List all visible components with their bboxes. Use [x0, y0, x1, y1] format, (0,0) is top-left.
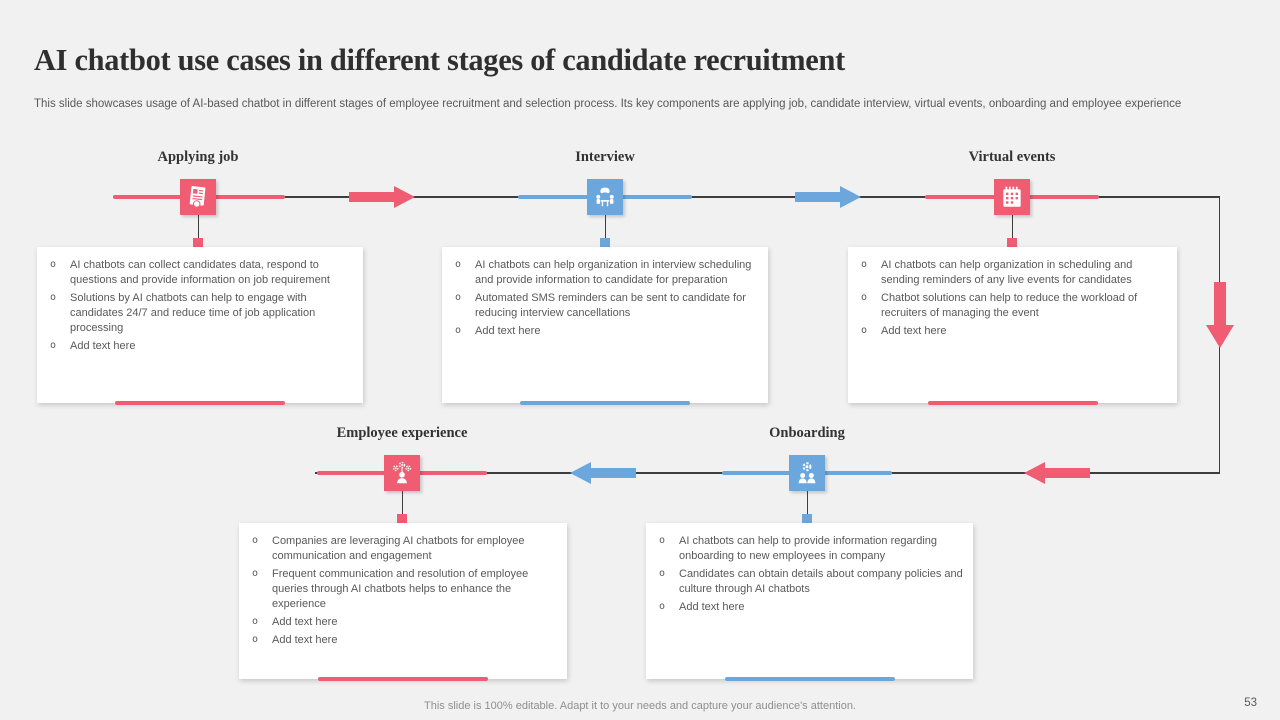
connector-stub [806, 491, 808, 515]
bullet-item: Add text here [239, 633, 561, 648]
resume-icon [180, 179, 216, 215]
bullet-list: AI chatbots can help organization in int… [442, 258, 762, 339]
arrow-down-icon [1206, 282, 1234, 348]
editable-note: This slide is 100% editable. Adapt it to… [424, 700, 856, 712]
bullet-item: Frequent communication and resolution of… [239, 567, 561, 612]
employee-gears-icon [384, 455, 420, 491]
calendar-icon [994, 179, 1030, 215]
connector-square [193, 238, 203, 248]
card-accent-bar [724, 677, 895, 681]
bullet-list: AI chatbots can collect candidates data,… [37, 258, 357, 354]
arrow-right-icon [349, 186, 415, 208]
connector-stub [197, 215, 199, 239]
connector-stub [1011, 215, 1013, 239]
connector-square [802, 514, 812, 524]
bullet-item: Candidates can obtain details about comp… [646, 567, 967, 597]
card-virtual-events: AI chatbots can help organization in sch… [848, 247, 1177, 405]
arrow-left-icon [570, 462, 636, 484]
bullet-item: Add text here [646, 600, 967, 615]
bullet-list: AI chatbots can help to provide informat… [646, 534, 967, 615]
connector-stub [401, 491, 403, 515]
arrow-left-icon [1024, 462, 1090, 484]
bullet-item: Companies are leveraging AI chatbots for… [239, 534, 561, 564]
bullet-item: Automated SMS reminders can be sent to c… [442, 291, 762, 321]
bullet-item: Solutions by AI chatbots can help to eng… [37, 291, 357, 336]
bullet-item: Add text here [848, 324, 1171, 339]
card-accent-bar [520, 401, 690, 405]
card-employee-experience: Companies are leveraging AI chatbots for… [239, 523, 567, 681]
page-subtitle: This slide showcases usage of AI-based c… [34, 98, 1182, 110]
bullet-list: Companies are leveraging AI chatbots for… [239, 534, 561, 648]
connector-square [600, 238, 610, 248]
connector-square [1007, 238, 1017, 248]
stage-label-interview: Interview [575, 149, 635, 165]
card-accent-bar [115, 401, 285, 405]
page-number: 53 [1244, 697, 1257, 709]
stage-label-onboarding: Onboarding [769, 425, 845, 441]
card-accent-bar [318, 677, 488, 681]
bullet-item: AI chatbots can help organization in sch… [848, 258, 1171, 288]
card-interview: AI chatbots can help organization in int… [442, 247, 768, 405]
bullet-item: Chatbot solutions can help to reduce the… [848, 291, 1171, 321]
stage-label-employee-experience: Employee experience [336, 425, 468, 441]
page-title: AI chatbot use cases in different stages… [34, 42, 845, 77]
bullet-item: Add text here [442, 324, 762, 339]
bullet-item: AI chatbots can help organization in int… [442, 258, 762, 288]
connector-stub [604, 215, 606, 239]
card-applying-job: AI chatbots can collect candidates data,… [37, 247, 363, 405]
bullet-item: AI chatbots can collect candidates data,… [37, 258, 357, 288]
bullet-item: Add text here [37, 339, 357, 354]
connector-square [397, 514, 407, 524]
bullet-list: AI chatbots can help organization in sch… [848, 258, 1171, 339]
card-accent-bar [927, 401, 1098, 405]
arrow-right-icon [795, 186, 861, 208]
card-onboarding: AI chatbots can help to provide informat… [646, 523, 973, 681]
bullet-item: AI chatbots can help to provide informat… [646, 534, 967, 564]
onboarding-icon [789, 455, 825, 491]
bullet-item: Add text here [239, 615, 561, 630]
stage-label-virtual-events: Virtual events [968, 149, 1056, 165]
interview-icon [587, 179, 623, 215]
stage-label-applying-job: Applying job [157, 149, 239, 165]
